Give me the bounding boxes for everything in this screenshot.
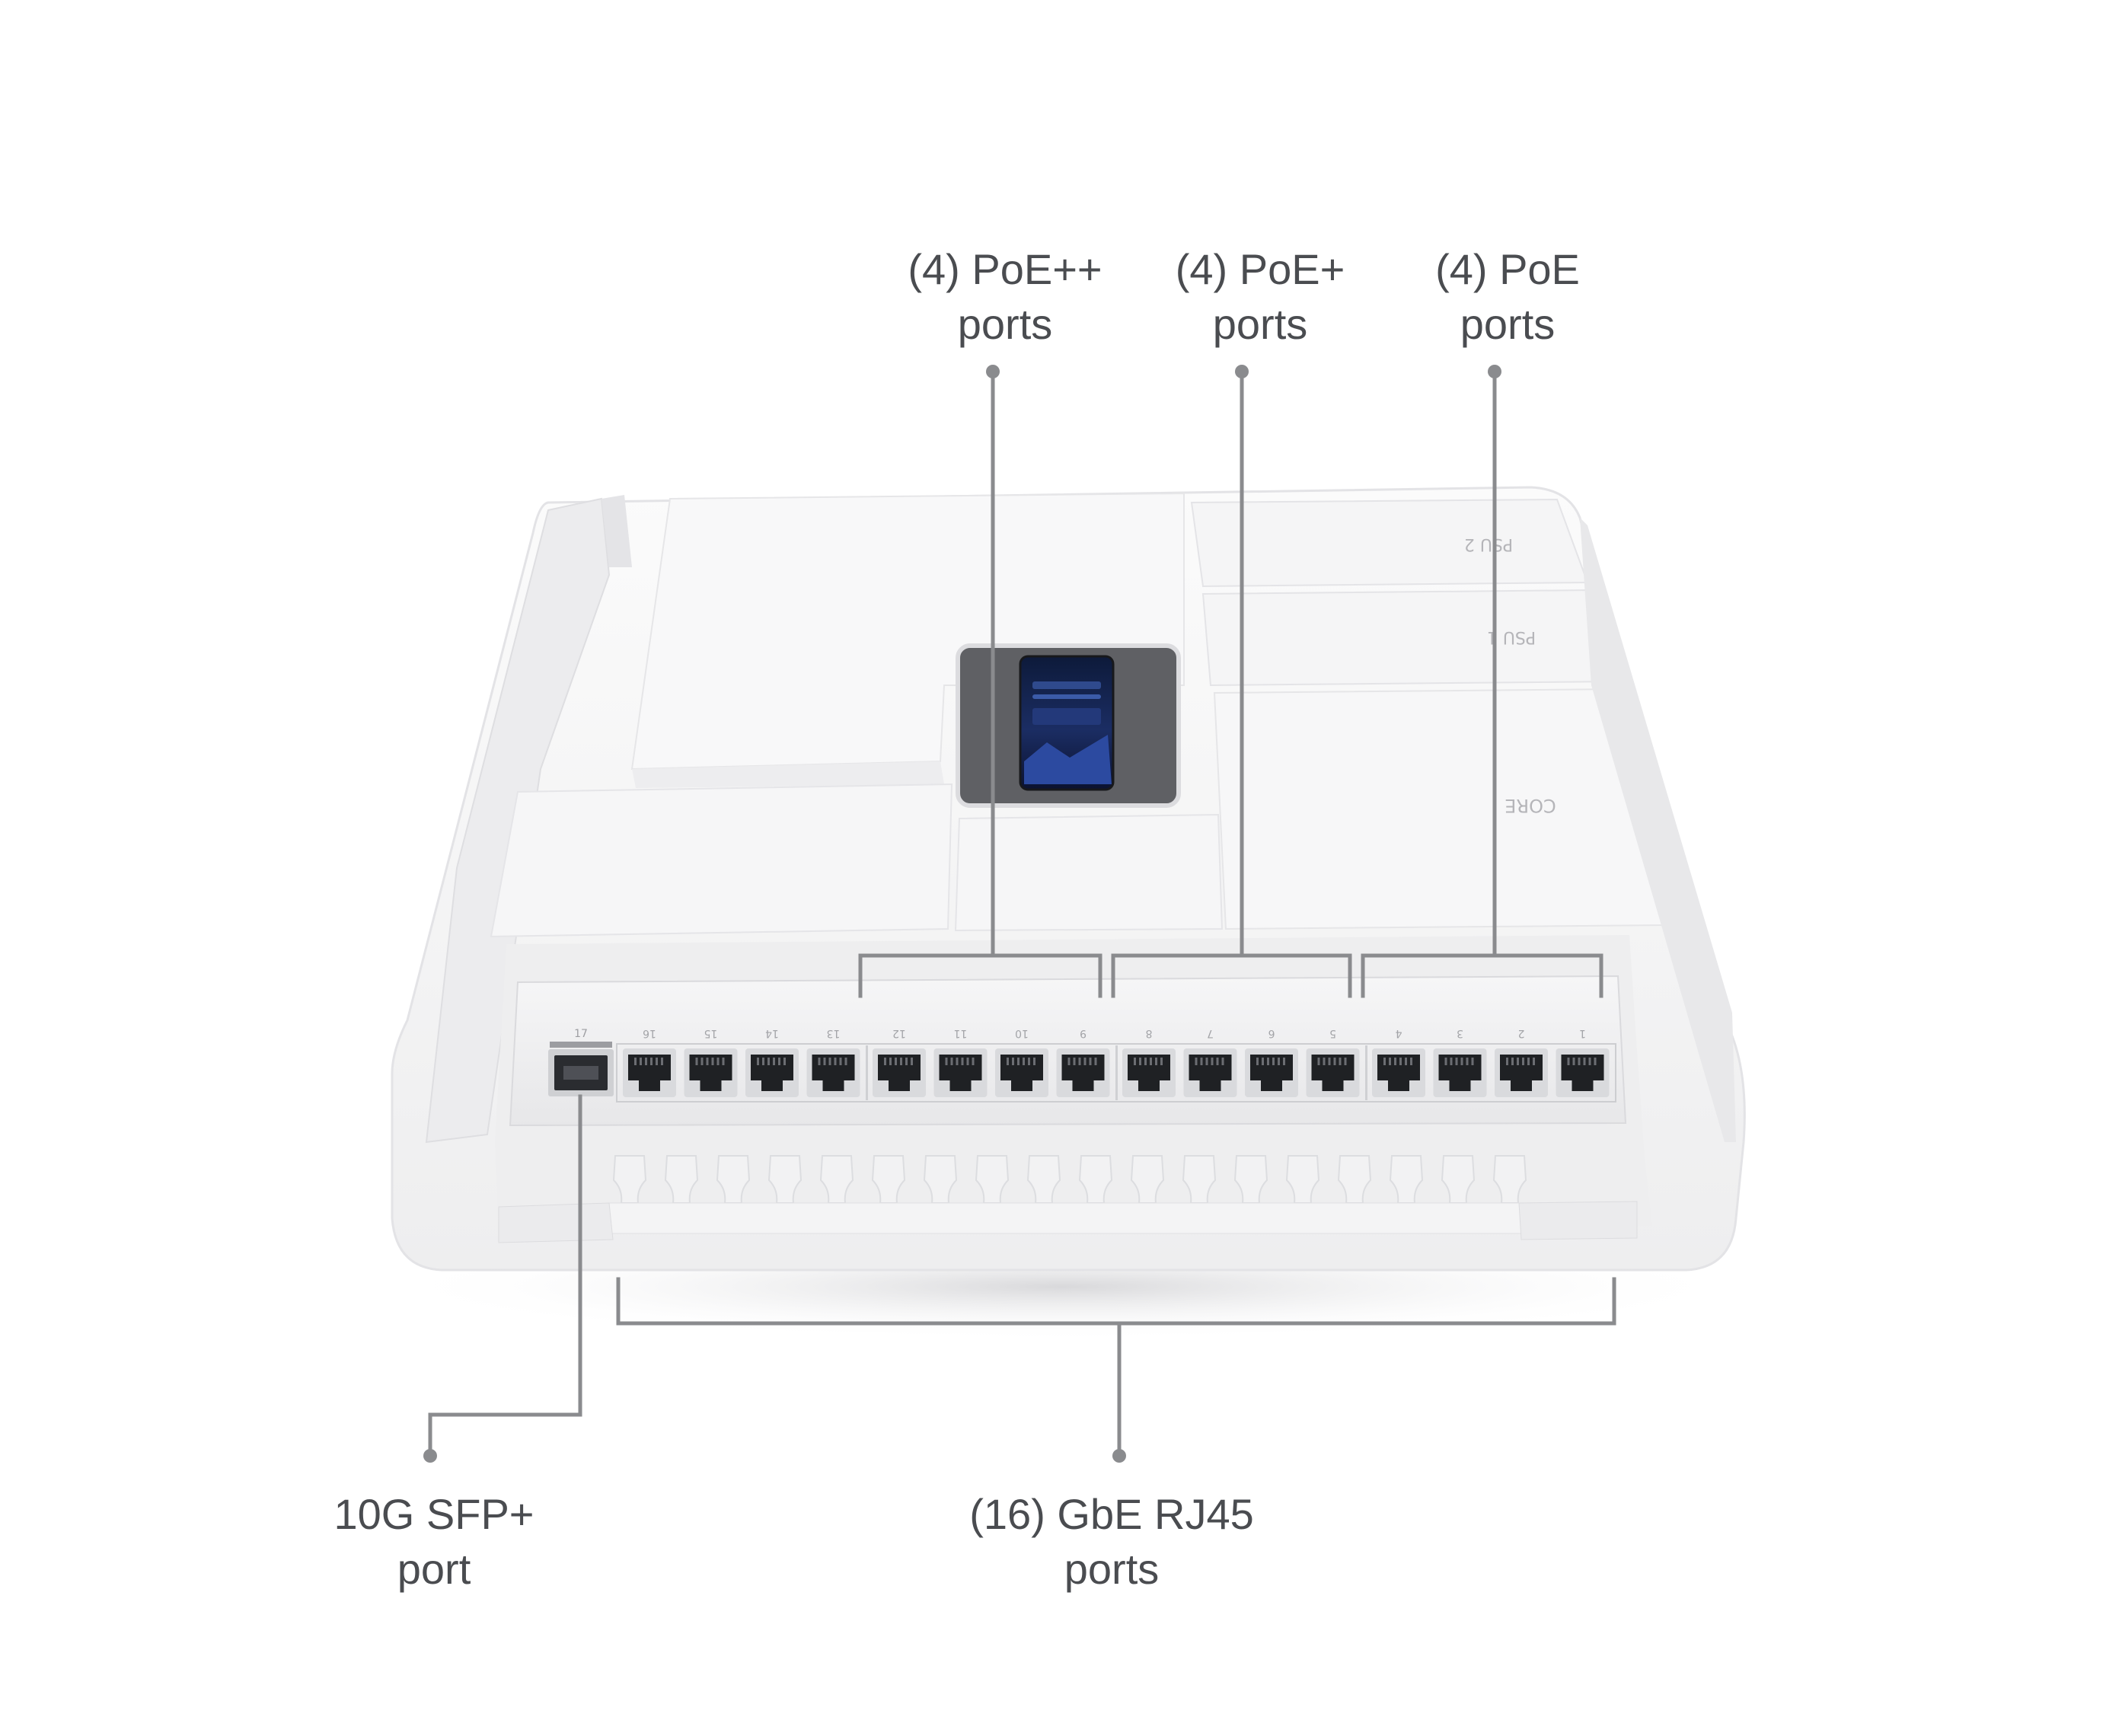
callout-rj45-line2: ports: [1064, 1545, 1160, 1593]
comb-base: [608, 1202, 1524, 1234]
callout-poe-plus-line1: (4) PoE+: [1175, 245, 1345, 293]
port-number: 12: [892, 1027, 906, 1039]
port-group-divider: [866, 1045, 868, 1100]
rj45-port: [1056, 1048, 1110, 1097]
sfp-port-number: 17: [574, 1028, 588, 1040]
rj45-port: [623, 1048, 676, 1097]
poe-pp-bracket: [858, 953, 1102, 998]
callout-rj45: (16) GbE RJ45 ports: [937, 1487, 1287, 1597]
rj45-port: [995, 1048, 1048, 1097]
right-edge: [1580, 518, 1736, 1142]
rj45-port: [1183, 1048, 1237, 1097]
core-bay: [1213, 688, 1665, 930]
callout-dots: [423, 365, 1501, 1463]
rj45-port: [806, 1048, 860, 1097]
cable-management-comb: [608, 1155, 1527, 1234]
rj45-bracket: [616, 1277, 1616, 1326]
rj45-port: [1306, 1048, 1360, 1097]
callout-sfp-line2: port: [397, 1545, 471, 1593]
port-group-divider: [1115, 1045, 1118, 1100]
port-number: 9: [1080, 1027, 1087, 1039]
port-number: 10: [1015, 1027, 1029, 1039]
port-number: 4: [1395, 1027, 1402, 1039]
callout-sfp-line1: 10G SFP+: [333, 1490, 534, 1538]
rj45-port: [745, 1048, 799, 1097]
left-foot: [498, 1202, 614, 1243]
right-foot: [1518, 1201, 1638, 1240]
psu1-bay: [1201, 589, 1619, 687]
port-number-row: 16 15 14 13 12 11 10 9 8 7 6 5 4 3 2 1: [643, 1027, 1586, 1039]
rj45-port-array: [616, 1043, 1616, 1103]
lower-center-panel: [954, 813, 1224, 932]
rj45-port: [1495, 1048, 1548, 1097]
rj45-port: [1122, 1048, 1176, 1097]
poe-bracket: [1361, 953, 1603, 998]
port-bank-frame: [616, 1043, 1616, 1103]
port-number: 16: [643, 1027, 656, 1039]
callout-poe-plus: (4) PoE+ ports: [1108, 242, 1412, 352]
callout-poe: (4) PoE ports: [1371, 242, 1645, 352]
callout-poe-line2: ports: [1460, 300, 1556, 348]
port-number: 11: [954, 1027, 968, 1039]
callout-poe-plus-plus-line1: (4) PoE++: [908, 245, 1102, 293]
rj45-port: [684, 1048, 738, 1097]
sfp-leader: [428, 1094, 582, 1458]
rj45-port: [1556, 1048, 1610, 1097]
callout-rj45-line1: (16) GbE RJ45: [969, 1490, 1254, 1538]
callout-poe-plus-plus: (4) PoE++ ports: [853, 242, 1157, 352]
sfp-cage: [548, 1042, 614, 1096]
rj45-port: [1245, 1048, 1298, 1097]
lower-left-panel: [490, 783, 953, 938]
port-number: 2: [1518, 1027, 1525, 1039]
port-number: 3: [1457, 1027, 1463, 1039]
callout-poe-plus-plus-line2: ports: [957, 300, 1053, 348]
rj45-port: [1433, 1048, 1487, 1097]
port-number: 1: [1579, 1027, 1586, 1039]
port-number: 7: [1207, 1027, 1214, 1039]
rj45-port: [873, 1048, 926, 1097]
poe-p-bracket: [1111, 953, 1352, 998]
port-number: 13: [827, 1027, 841, 1039]
port-number: 6: [1268, 1027, 1275, 1039]
callout-poe-line1: (4) PoE: [1435, 245, 1580, 293]
port-number: 15: [704, 1027, 718, 1039]
rj45-port: [1372, 1048, 1425, 1097]
port-number: 5: [1329, 1027, 1336, 1039]
psu2-label: PSU 2: [1464, 535, 1513, 554]
port-group-divider: [1365, 1045, 1367, 1100]
callout-lines: [428, 369, 1616, 1458]
core-label: CORE: [1505, 795, 1556, 816]
callout-poe-plus-line2: ports: [1212, 300, 1308, 348]
rj45-port: [933, 1048, 988, 1097]
port-number: 14: [765, 1027, 779, 1039]
callout-sfp: 10G SFP+ port: [289, 1487, 579, 1597]
psu2-bay: [1190, 498, 1589, 588]
port-number: 8: [1146, 1027, 1153, 1039]
